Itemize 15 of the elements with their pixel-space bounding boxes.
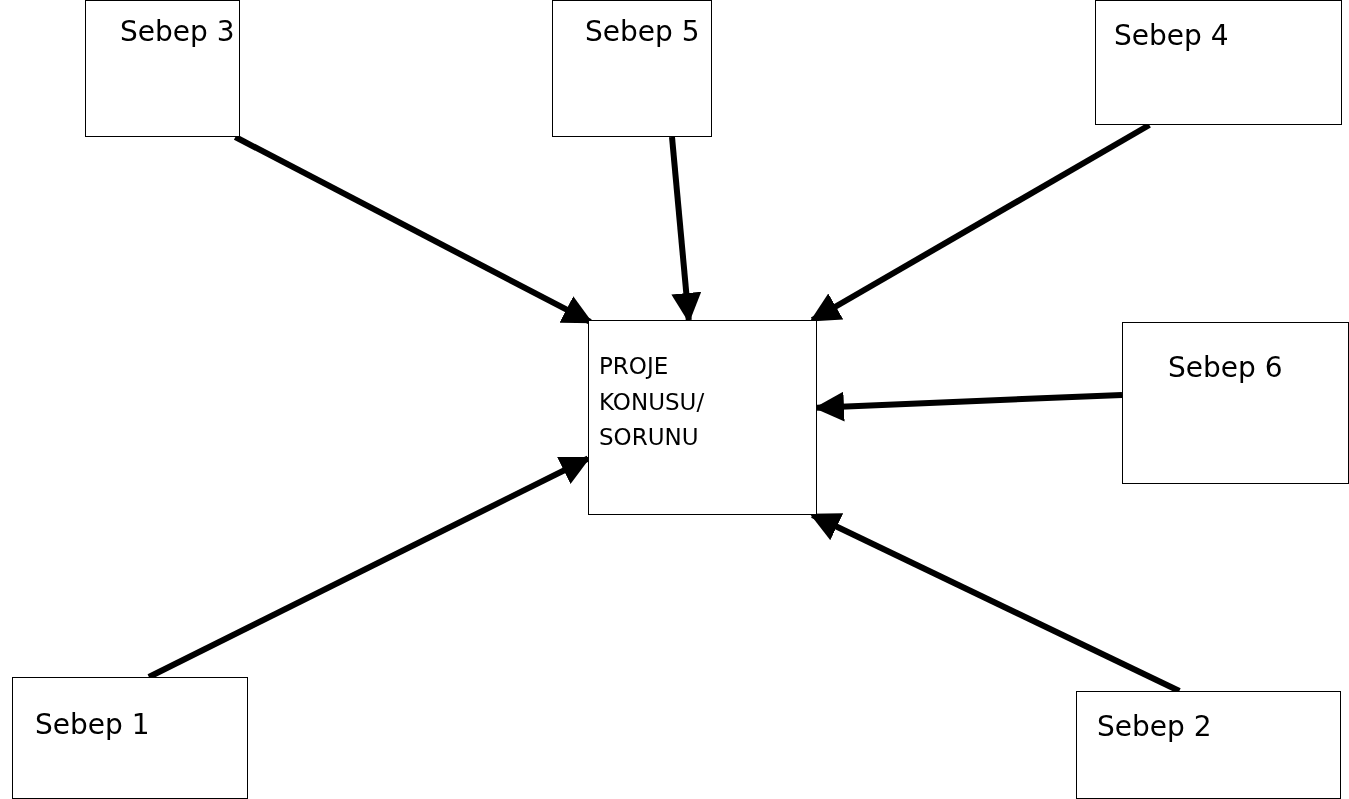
- box-label: Sebep 6: [1168, 351, 1284, 385]
- box-label: Sebep 5: [585, 15, 701, 49]
- box: [1122, 322, 1349, 484]
- box-label: PROJE KONUSU/ SORUNU: [599, 352, 706, 453]
- box: [1076, 691, 1341, 799]
- box-label: Sebep 3: [120, 15, 236, 49]
- box: [85, 0, 240, 137]
- box-label: Sebep 2: [1097, 710, 1213, 744]
- box: [588, 320, 817, 515]
- box: [1095, 0, 1342, 125]
- arrow: [233, 134, 593, 325]
- box: [552, 0, 712, 137]
- box: [12, 677, 248, 799]
- box-label: Sebep 4: [1114, 19, 1230, 53]
- box-label: Sebep 1: [35, 708, 151, 742]
